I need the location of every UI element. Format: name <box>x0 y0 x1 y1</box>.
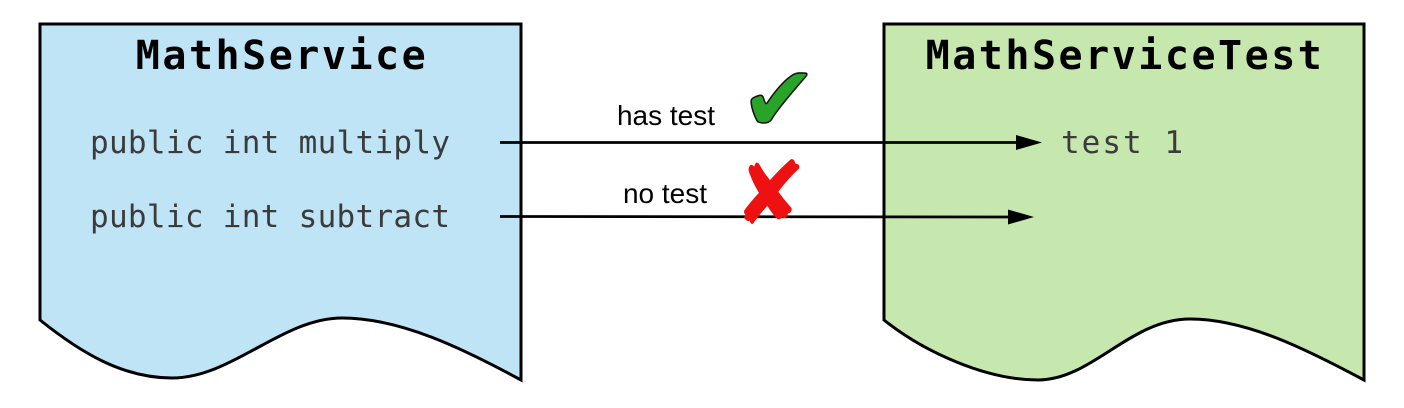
mathservice-document-shape <box>38 22 523 383</box>
arrowhead-icon <box>1008 209 1034 225</box>
mathservicetest-title: MathServiceTest <box>925 33 1325 79</box>
cross-icon: ✘ <box>733 142 807 245</box>
no-test-label: no test <box>622 178 708 209</box>
method-subtract-label: public int subtract <box>90 199 451 235</box>
arrowhead-icon <box>1016 135 1042 150</box>
method-multiply-label: public int multiply <box>90 125 451 161</box>
mathservice-title: MathService <box>135 33 429 79</box>
test1-label: test 1 <box>1061 125 1185 161</box>
has-test-label: has test <box>616 100 716 131</box>
arrow-subtract-to-missing <box>499 209 1034 225</box>
arrow-multiply-to-test1 <box>500 135 1042 150</box>
mathservicetest-document-shape <box>882 22 1366 383</box>
check-icon: ✔ <box>740 46 819 153</box>
